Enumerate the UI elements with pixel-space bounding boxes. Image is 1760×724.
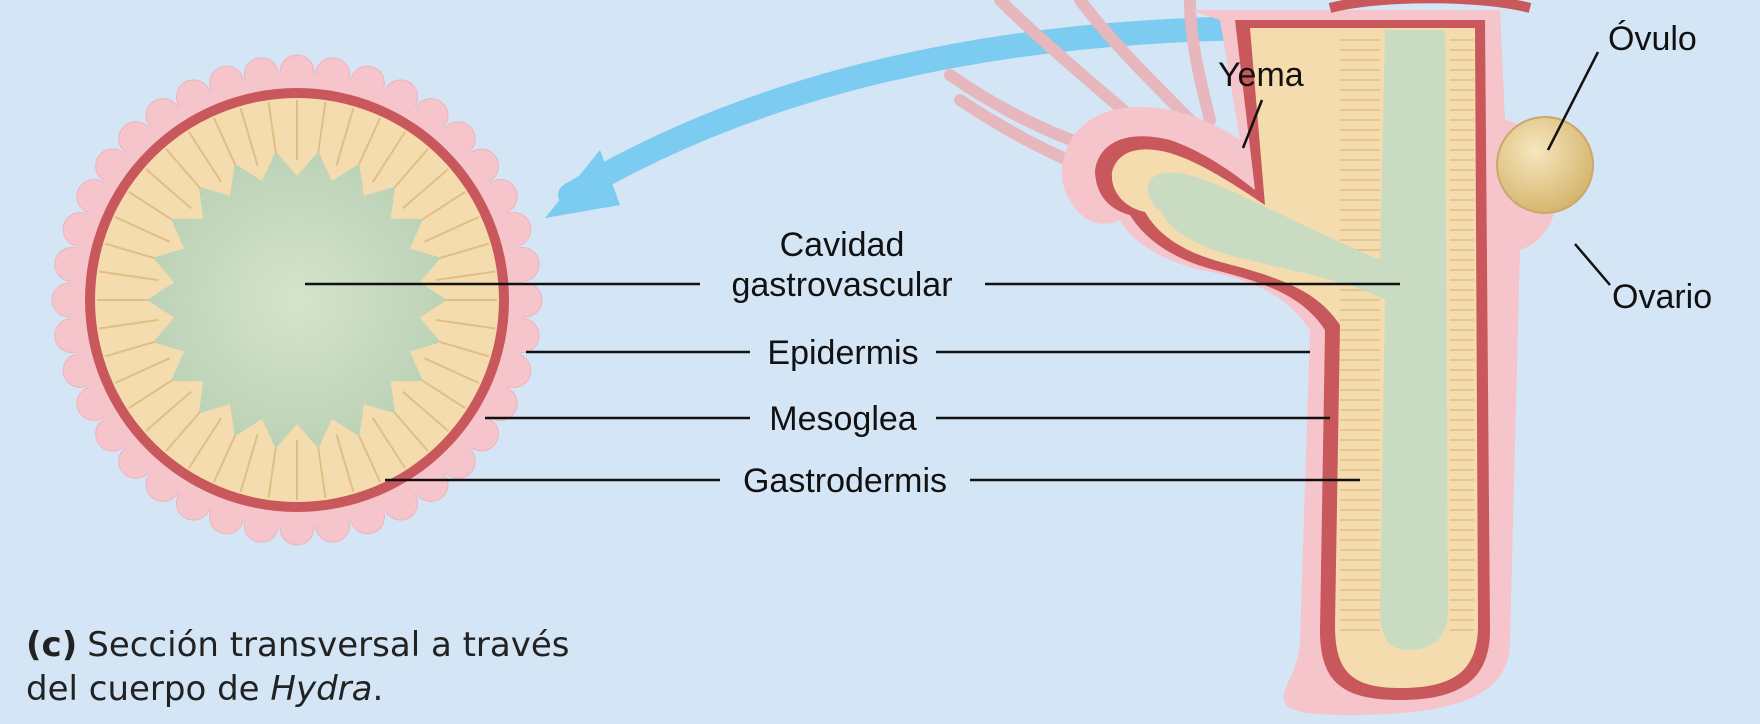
egg [1497,117,1593,213]
label-egg: Óvulo [1608,20,1697,58]
label-epidermis: Epidermis [767,334,918,372]
hydra-body [1062,0,1593,715]
caption-text1: Sección transversal a través [87,625,569,665]
ovary-leader [1575,244,1610,285]
figure-caption-line2: del cuerpo de Hydra. [26,669,383,709]
figure-caption-line1: (c)Sección transversal a través [26,625,570,665]
label-cavity-line1: Cavidad [780,226,905,264]
body-top [1330,0,1530,8]
caption-letter: (c) [26,625,77,665]
label-mesoglea: Mesoglea [769,400,917,438]
label-ovary: Ovario [1612,278,1712,316]
label-gastrodermis: Gastrodermis [743,462,947,500]
label-cavity-line2: gastrovascular [731,266,952,304]
caption-species: Hydra [270,669,372,709]
label-bud: Yema [1218,56,1304,94]
caption-text2-prefix: del cuerpo de [26,669,270,709]
caption-text2-suffix: . [373,669,384,709]
hydra-cross-section [52,55,542,545]
